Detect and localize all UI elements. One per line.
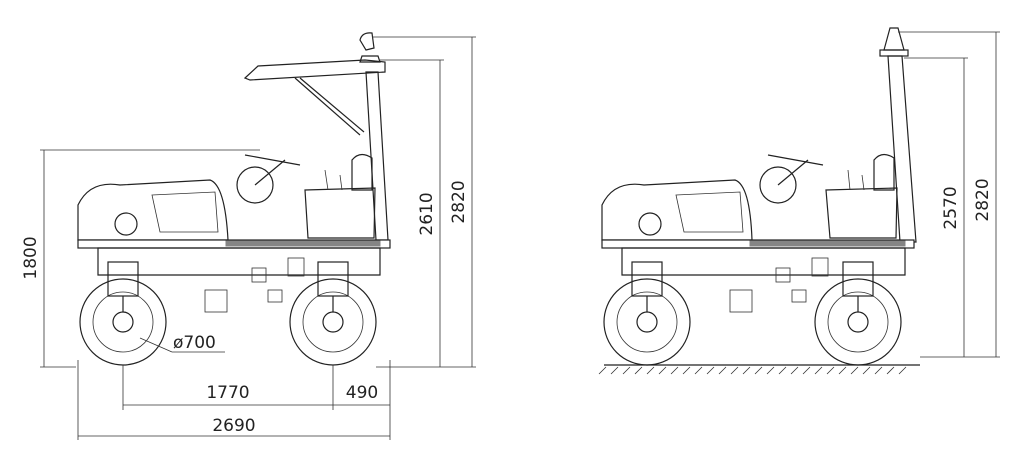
dim-1770: 1770: [206, 383, 249, 403]
hatch-stroke: [814, 366, 823, 375]
hatch-stroke: [790, 366, 799, 375]
hatch-stroke: [598, 366, 607, 375]
right-dimension-lines: [898, 31, 1000, 358]
hatch-stroke: [634, 366, 643, 375]
hatch-stroke: [610, 366, 619, 375]
dim-2820-right: 2820: [973, 178, 993, 221]
ground-hatching: [598, 364, 920, 375]
dim-2820-left: 2820: [449, 180, 469, 223]
hatch-stroke: [874, 366, 883, 375]
hatch-stroke: [718, 366, 727, 375]
hatch-stroke: [898, 366, 907, 375]
hatch-stroke: [754, 366, 763, 375]
roller-right-rops-version: [601, 27, 917, 366]
dim-drum-diameter: ø700: [173, 333, 216, 353]
hatch-stroke: [670, 366, 679, 375]
hatch-stroke: [862, 366, 871, 375]
hatch-stroke: [850, 366, 859, 375]
hatch-stroke: [730, 366, 739, 375]
hatch-stroke: [802, 366, 811, 375]
hatch-stroke: [826, 366, 835, 375]
hatch-stroke: [706, 366, 715, 375]
hatch-stroke: [886, 366, 895, 375]
roller-left-canopy-version: [77, 32, 391, 366]
hatch-stroke: [766, 366, 775, 375]
hatch-stroke: [622, 366, 631, 375]
dim-1800: 1800: [21, 236, 41, 279]
hatch-stroke: [682, 366, 691, 375]
hatch-stroke: [838, 366, 847, 375]
dim-2610: 2610: [417, 192, 437, 235]
hatch-stroke: [742, 366, 751, 375]
left-dimension-lines: [40, 36, 476, 440]
hatch-stroke: [694, 366, 703, 375]
hatch-stroke: [658, 366, 667, 375]
dim-490: 490: [346, 383, 378, 403]
dim-2690: 2690: [212, 416, 255, 436]
hatch-stroke: [778, 366, 787, 375]
dim-2570: 2570: [941, 186, 961, 229]
hatch-stroke: [646, 366, 655, 375]
